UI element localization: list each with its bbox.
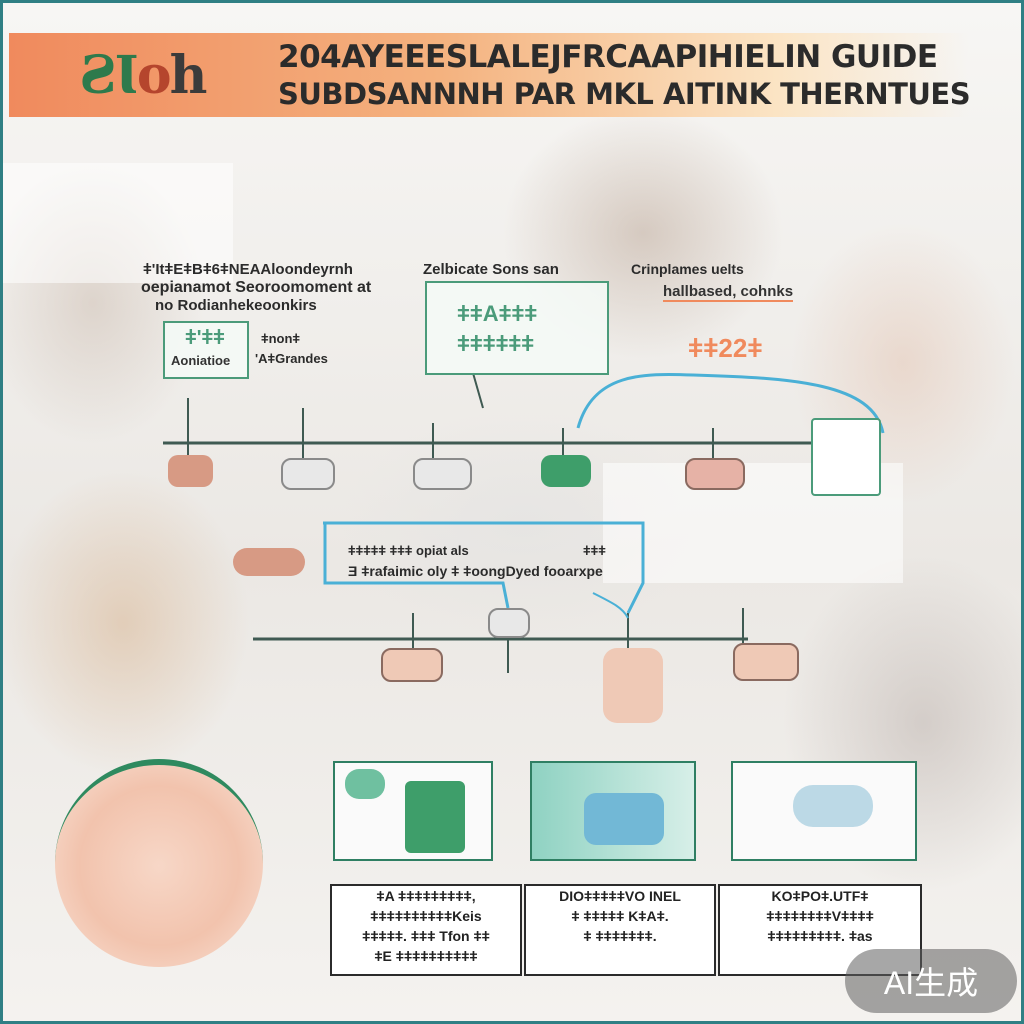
header-banner <box>9 33 969 117</box>
right-step-label: Crinplames uelts <box>631 261 744 277</box>
timeline-node-icon <box>733 643 799 681</box>
small-box-side-label: ǂnonǂ <box>261 331 301 346</box>
blue-puzzle-icon <box>584 793 664 845</box>
small-info-box: ǂ'ǂǂ Aoniatioe <box>163 321 249 379</box>
title-line-2: SUBDSANNNH PAR MKL AITINK THERNTUES <box>278 77 971 111</box>
mid-step-label: Ǝ ǂrafaimic oly ǂ ǂoongDyed fooarxpe <box>348 563 603 579</box>
caption-line: ǂǂǂǂǂǂǂǂVǂǂǂǂ <box>766 908 874 924</box>
blue-callout-arc <box>576 372 885 434</box>
mid-node-icon <box>233 548 305 576</box>
cloud-icon <box>793 785 873 827</box>
timeline-node-icon <box>685 458 745 490</box>
background-photo-panel <box>3 163 233 283</box>
mid-step-label: ǂǂǂ <box>583 543 606 558</box>
brand-logo: ƧƖoh <box>79 45 207 106</box>
circular-illustration <box>55 759 263 967</box>
blue-callout-pointer <box>592 592 629 619</box>
caption-line: ǂ ǂǂǂǂǂǂǂ. <box>583 928 657 944</box>
step-description-label: oepianamot Seoroomoment at <box>141 279 372 296</box>
mid-step-label: ǂǂǂǂǂ ǂǂǂ opiat als <box>348 543 469 558</box>
illustration-panel <box>530 761 696 861</box>
step-description-label: no Rodianhekeoonkirs <box>155 297 317 314</box>
caption-line: KOǂPOǂ.UTFǂ <box>771 888 869 904</box>
caption-line: ǂǂǂǂǂǂǂǂǂ. ǂas <box>767 928 873 944</box>
illustration-panel <box>731 761 917 861</box>
timeline-end-card-icon <box>811 418 881 496</box>
timeline-node-icon <box>381 648 443 682</box>
right-card-text: ǂǂ22ǂ <box>688 333 763 363</box>
blue-callout-bracket <box>323 521 645 614</box>
caption-line: ǂE ǂǂǂǂǂǂǂǂǂǂ <box>374 948 478 964</box>
caption-line: ǂ ǂǂǂǂǂ KǂAǂ. <box>571 908 669 924</box>
caption-box: DIOǂǂǂǂǂVO INEL ǂ ǂǂǂǂǂ KǂAǂ. ǂ ǂǂǂǂǂǂǂ. <box>524 884 716 976</box>
caption-line: ǂǂǂǂǂ. ǂǂǂ Tfon ǂǂ <box>362 928 490 944</box>
step-title-label: ǂ'ItǂEǂBǂ6ǂNEAAloondeyrnh <box>143 261 353 278</box>
timeline-node-icon <box>603 648 663 723</box>
center-step-label: Zelbicate Sons san <box>423 261 559 278</box>
caption-line: ǂǂǂǂǂǂǂǂǂǂKeis <box>370 908 482 924</box>
illustration-panel <box>333 761 493 861</box>
green-device-icon <box>405 781 465 853</box>
hand-icon <box>345 769 385 799</box>
caption-box: ǂA ǂǂǂǂǂǂǂǂǂ, ǂǂǂǂǂǂǂǂǂǂKeis ǂǂǂǂǂ. ǂǂǂ … <box>330 884 522 976</box>
callout-pointer <box>472 372 484 409</box>
timeline-node-icon <box>413 458 472 490</box>
blue-callout-bracket <box>323 523 510 609</box>
center-info-box: ǂǂAǂǂǂ ǂǂǂǂǂǂ <box>425 281 609 375</box>
small-box-side-label: 'AǂGrandes <box>255 351 328 366</box>
timeline-node-icon <box>168 455 213 487</box>
ai-generated-watermark: AI生成 <box>845 949 1017 1013</box>
timeline-node-icon <box>488 608 530 638</box>
caption-line: ǂA ǂǂǂǂǂǂǂǂǂ, <box>376 888 476 904</box>
timeline-node-icon <box>281 458 335 490</box>
caption-line: DIOǂǂǂǂǂVO INEL <box>559 888 681 904</box>
timeline-node-icon <box>541 455 591 487</box>
right-step-label: hallbased, cohnks <box>663 283 794 302</box>
title-line-1: 204AYEEESLALEJFRCAAPIHIELIN GUIDE <box>278 39 938 75</box>
